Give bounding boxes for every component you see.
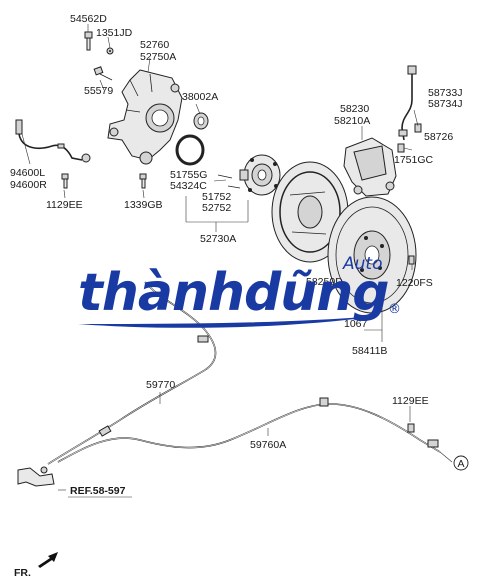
- fr-label: FR.: [14, 567, 31, 579]
- label-52760: 52760: [140, 39, 169, 51]
- label-38002a: 38002A: [182, 91, 218, 103]
- brake-caliper: [343, 137, 397, 197]
- label-58733j: 58733J: [428, 87, 462, 99]
- label-1220fs: 1220FS: [396, 277, 433, 289]
- hub-bearing: [239, 154, 281, 196]
- label-1129ee-right: 1129EE: [392, 395, 429, 407]
- label-94600r: 94600R: [10, 179, 47, 191]
- label-52730a: 52730A: [200, 233, 236, 245]
- label-54562d: 54562D: [70, 13, 107, 25]
- wheel-speed-sensor: [15, 119, 91, 163]
- cable-equalizer: [17, 466, 55, 487]
- bolt-1129ee-left: [61, 173, 69, 189]
- label-1129ee-left: 1129EE: [46, 199, 83, 211]
- label-58726: 58726: [424, 131, 453, 143]
- backing-plate: [271, 161, 349, 263]
- bleeder-58726: [414, 123, 422, 133]
- label-52750a: 52750A: [140, 51, 176, 63]
- label-ref-58-597: REF.58-597: [70, 485, 126, 497]
- bolt-1751gc: [397, 143, 405, 153]
- label-59760a: 59760A: [250, 439, 286, 451]
- parking-cable-59760a: [57, 397, 441, 463]
- bolt-54562d: [84, 31, 93, 51]
- label-58411b: 58411B: [352, 345, 387, 357]
- bolt-1339gb: [139, 173, 147, 189]
- screw-1220fs: [408, 255, 415, 265]
- label-58230: 58230: [340, 103, 369, 115]
- label-51755g: 51755G: [170, 169, 207, 181]
- front-arrow-icon: [38, 552, 58, 568]
- label-1067: 1067: [344, 318, 368, 330]
- label-94600l: 94600L: [10, 167, 45, 179]
- parking-cable-59770: [47, 281, 217, 465]
- wheel-bolts: [217, 174, 241, 189]
- brake-disc: [327, 196, 417, 314]
- steering-knuckle: [107, 69, 183, 165]
- leader-lines: [21, 24, 453, 491]
- brake-hose: [398, 65, 417, 141]
- label-58210a: 58210A: [334, 115, 370, 127]
- label-55579: 55579: [84, 85, 113, 97]
- seal-ring: [175, 134, 205, 166]
- bolt-55579: [93, 66, 113, 81]
- label-1339gb: 1339GB: [124, 199, 163, 211]
- callout-a: A: [453, 455, 469, 471]
- label-54324c: 54324C: [170, 180, 207, 192]
- label-51752: 51752: [202, 191, 231, 203]
- bushing-38002a: [193, 112, 209, 130]
- label-58734j: 58734J: [428, 98, 462, 110]
- label-59770: 59770: [146, 379, 175, 391]
- label-1351jd: 1351JD: [96, 27, 133, 39]
- nut-1351jd: [106, 47, 114, 55]
- label-58250d: 58250D: [306, 276, 343, 288]
- label-1751gc: 1751GC: [394, 154, 434, 166]
- label-52752: 52752: [202, 202, 231, 214]
- svg-text:A: A: [458, 458, 465, 470]
- front-direction-indicator: FR.: [14, 552, 58, 579]
